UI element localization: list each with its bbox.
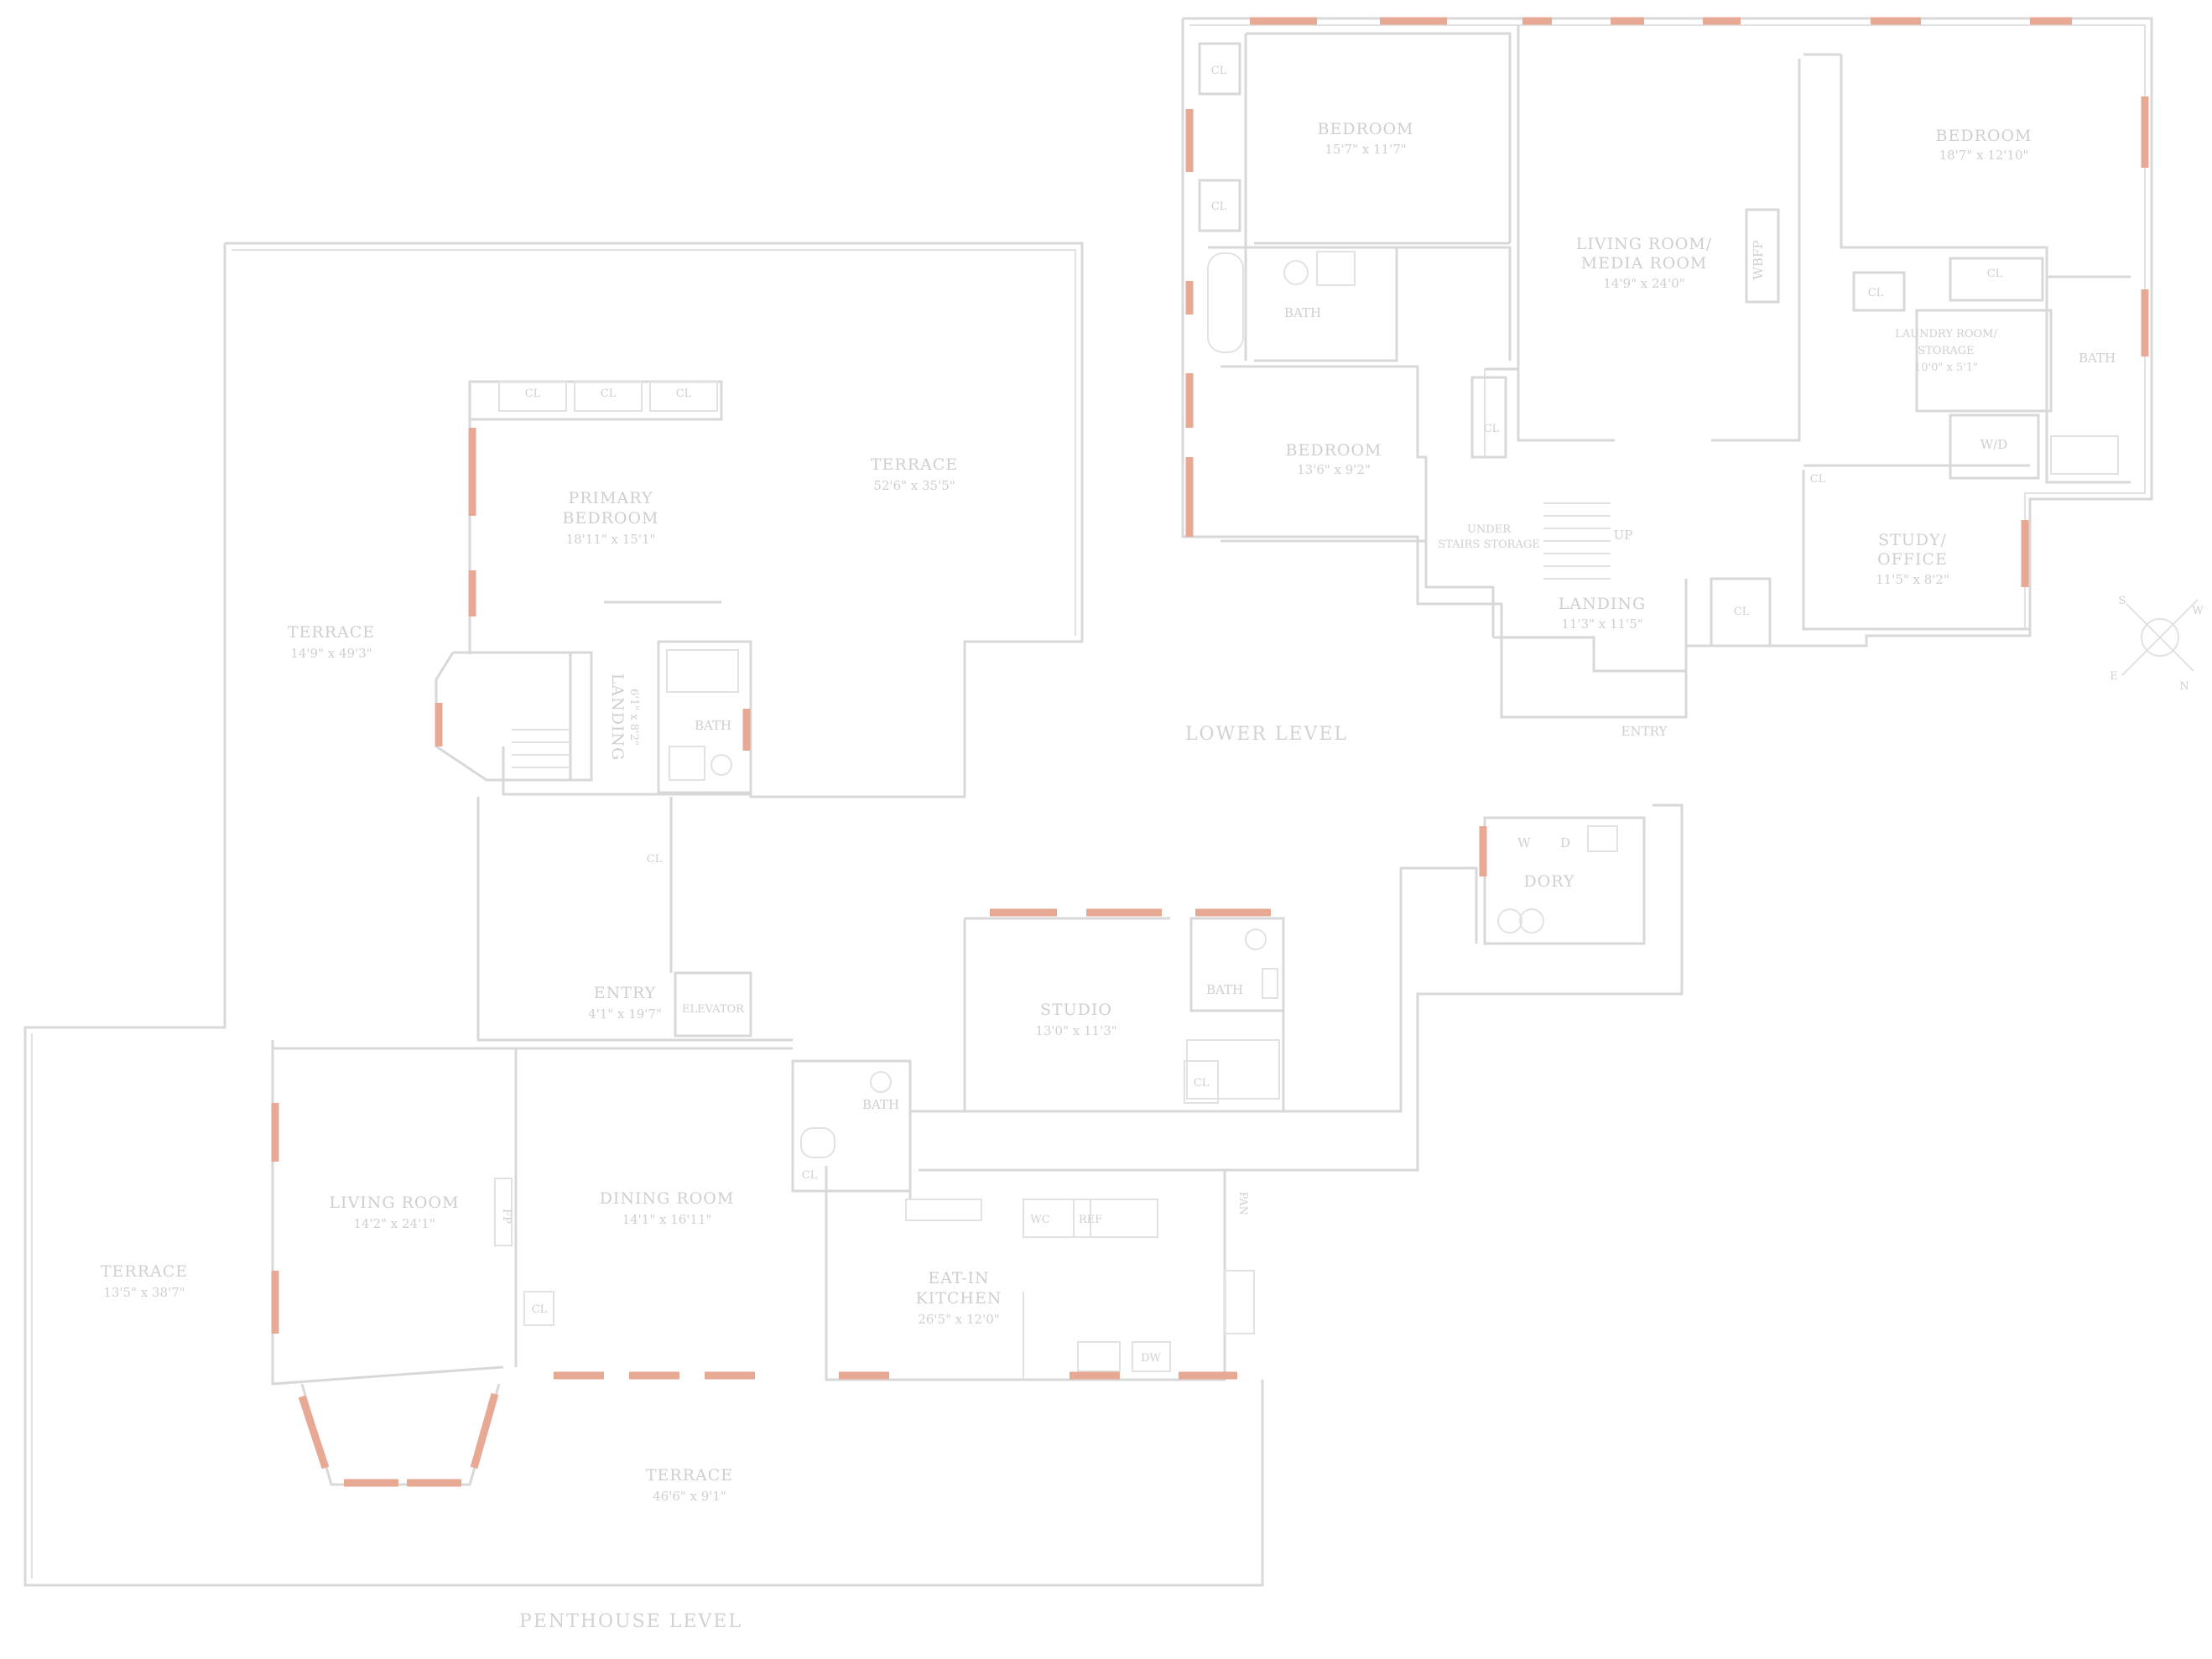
lower-up-label: UP <box>1614 528 1633 543</box>
kitchen-ref-label: REF <box>1079 1214 1102 1226</box>
penthouse-level-title: PENTHOUSE LEVEL <box>519 1611 742 1632</box>
lower-windows <box>1185 17 2149 587</box>
elevator-box <box>674 971 752 1038</box>
kitchen-dw-label: DW <box>1141 1352 1161 1365</box>
penthouse-primary-dim: 18'11" x 15'1" <box>566 532 656 547</box>
lower-cl-6: CL <box>1810 473 1826 486</box>
kitchen-dim: 26'5" x 12'0" <box>918 1312 999 1327</box>
lower-living-name2: MEDIA ROOM <box>1581 254 1708 273</box>
lower-stairs <box>1543 502 1611 580</box>
penthouse-landing-dim: 6'1" x 8'2" <box>627 689 640 746</box>
lower-bedroom1-dim: 15'7" x 11'7" <box>1325 142 1406 157</box>
lower-study-name2: OFFICE <box>1877 550 1948 569</box>
penthouse-cl-2: CL <box>601 387 617 400</box>
elevator-label: ELEVATOR <box>682 1003 745 1016</box>
penthouse-windows <box>271 428 1487 1487</box>
lower-cl-5: CL <box>1987 268 2003 280</box>
terrace-ne-name: TERRACE <box>871 455 958 474</box>
pantry-label: PAN <box>1236 1192 1249 1215</box>
lower-study-name: STUDY/ <box>1878 531 1947 549</box>
dory-d-label: D <box>1560 835 1570 850</box>
lower-bedroom3-name: BEDROOM <box>1936 127 2032 145</box>
lower-bath2-label: BATH <box>2079 351 2116 366</box>
lower-bath1-label: BATH <box>1284 305 1321 320</box>
dory-label: DORY <box>1523 872 1574 891</box>
lower-level-plan: BEDROOM 15'7" x 11'7" BEDROOM 13'6" x 9'… <box>1181 17 2153 739</box>
studio-bath-label: BATH <box>1206 982 1243 997</box>
lower-laundry-dim: 10'0" x 5'1" <box>1914 361 1978 374</box>
penthouse-entry-name: ENTRY <box>594 984 656 1002</box>
compass-e: E <box>2110 670 2118 683</box>
lower-study-dim: 11'5" x 8'2" <box>1876 572 1949 587</box>
terrace-s-dim: 46'6" x 9'1" <box>653 1489 726 1504</box>
studio-dim: 13'0" x 11'3" <box>1035 1023 1116 1038</box>
lower-landing-dim: 11'3" x 11'5" <box>1561 616 1642 632</box>
penthouse-primary-name: PRIMARY <box>568 489 653 507</box>
compass-s: S <box>2119 595 2126 607</box>
terrace-sw-name: TERRACE <box>101 1262 188 1281</box>
lower-cl-7: CL <box>1734 606 1750 618</box>
penthouse-cl-6: CL <box>802 1169 818 1182</box>
terrace-w-dim: 14'9" x 49'3" <box>290 646 372 661</box>
kitchen-name: EAT-IN <box>928 1269 989 1287</box>
lower-understairs-name: UNDER <box>1467 523 1512 536</box>
lower-cl-2: CL <box>1211 200 1227 213</box>
lower-level-title: LOWER LEVEL <box>1185 724 1348 745</box>
terrace-ne-dim: 52'6" x 35'5" <box>873 478 955 493</box>
dining-dim: 14'1" x 16'11" <box>622 1212 712 1227</box>
lower-laundry-name: LAUNDRY ROOM/ <box>1895 328 1997 341</box>
penthouse-entry-dim: 4'1" x 19'7" <box>588 1006 662 1022</box>
penthouse-cl-5: CL <box>532 1303 548 1316</box>
penthouse-primary-name2: BEDROOM <box>563 509 659 528</box>
studio-name: STUDIO <box>1040 1001 1112 1019</box>
penthouse-terrace-outline <box>225 242 1084 798</box>
kitchen-name2: KITCHEN <box>916 1289 1002 1308</box>
lower-cl-3: CL <box>1484 423 1500 435</box>
dory-w-label: W <box>1517 835 1531 850</box>
penthouse-level-plan: PRIMARY BEDROOM 18'11" x 15'1" TERRACE 5… <box>23 242 1684 1587</box>
lower-entry-label: ENTRY <box>1621 724 1668 739</box>
penthouse-cl-3: CL <box>676 387 692 400</box>
fireplace-label: FP <box>500 1209 513 1224</box>
lower-understairs-name2: STAIRS STORAGE <box>1438 538 1540 551</box>
lower-cl-1: CL <box>1211 65 1227 77</box>
penthouse-cl-4: CL <box>647 853 663 866</box>
penthouse-landing-name: LANDING <box>608 673 627 762</box>
washer-dryer <box>1949 413 2040 480</box>
living-dim: 14'2" x 24'1" <box>353 1216 435 1231</box>
terrace-w-name: TERRACE <box>288 623 375 642</box>
lower-bedroom2-name: BEDROOM <box>1286 441 1382 460</box>
lower-laundry-name2: STORAGE <box>1918 345 1974 357</box>
dining-bath-label: BATH <box>862 1097 899 1112</box>
terrace-s-name: TERRACE <box>646 1466 733 1485</box>
living-name: LIVING ROOM <box>329 1194 459 1212</box>
penthouse-cl-7: CL <box>1194 1077 1210 1090</box>
lower-wd-label: W/D <box>1980 437 2008 452</box>
lower-cl-4: CL <box>1868 287 1884 299</box>
lower-living-name: LIVING ROOM/ <box>1576 235 1713 253</box>
lower-landing-name: LANDING <box>1559 595 1647 613</box>
penthouse-bath-label: BATH <box>695 718 731 733</box>
penthouse-cl-1: CL <box>525 387 541 400</box>
lower-bedroom2-dim: 13'6" x 9'2" <box>1297 462 1371 477</box>
terrace-sw-dim: 13'5" x 38'7" <box>103 1285 185 1300</box>
lower-wbfp-label: WBFP <box>1751 241 1766 280</box>
dining-name: DINING ROOM <box>600 1189 735 1208</box>
compass-n: N <box>2179 680 2189 693</box>
penthouse-stairs <box>512 729 570 768</box>
lower-bedroom1-name: BEDROOM <box>1318 120 1414 138</box>
compass-rose: S W E N <box>2110 595 2204 693</box>
lower-living-dim: 14'9" x 24'0" <box>1603 276 1684 291</box>
lower-bedroom3-dim: 18'7" x 12'10" <box>1939 148 2029 163</box>
compass-w: W <box>2192 605 2204 617</box>
kitchen-wc-label: WC <box>1030 1214 1049 1226</box>
